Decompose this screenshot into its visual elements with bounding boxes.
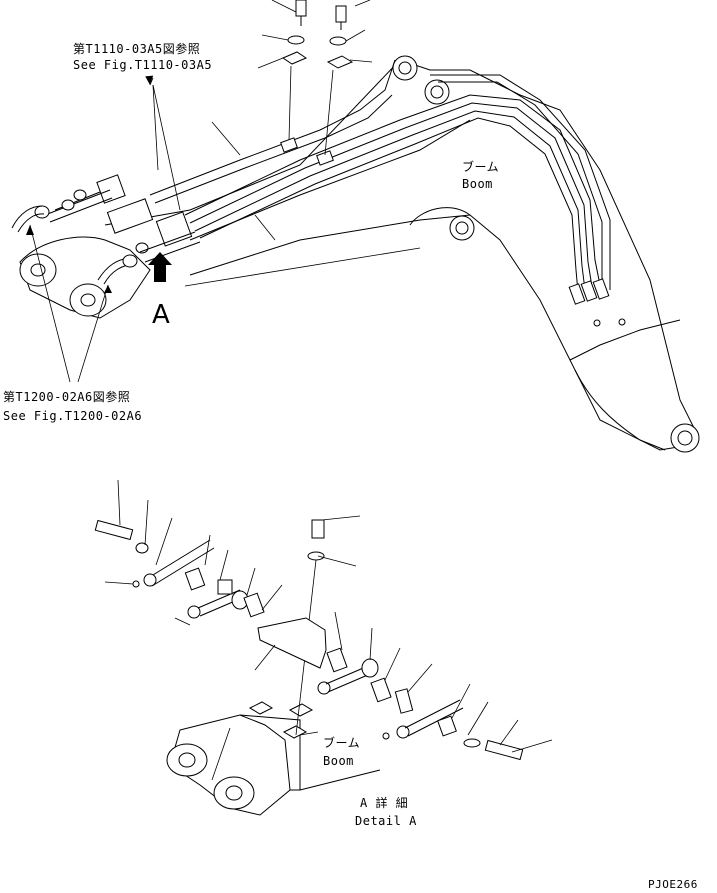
boom-top-label-en: Boom xyxy=(462,177,493,191)
ref-top-label-en: See Fig.T1110-03A5 xyxy=(73,58,213,72)
ref-top-label-jp: 第T1110-03A5図参照 xyxy=(73,42,201,56)
boom-assembly xyxy=(11,0,700,453)
ref-bottom-label-en: See Fig.T1200-02A6 xyxy=(3,409,143,423)
view-a-letter: A xyxy=(152,300,171,330)
boom-detail-label-jp: ブーム xyxy=(323,736,361,750)
detail-a-title-jp: A 詳 細 xyxy=(360,796,409,810)
ref-bottom-label-jp: 第T1200-02A6図参照 xyxy=(3,390,131,404)
boom-detail-label-en: Boom xyxy=(323,754,354,768)
drawing-code: PJOE266 xyxy=(648,878,698,891)
detail-a-title-en: Detail A xyxy=(355,814,417,828)
detail-a-exploded-view xyxy=(94,479,553,816)
boom-top-label-jp: ブーム xyxy=(462,160,500,174)
